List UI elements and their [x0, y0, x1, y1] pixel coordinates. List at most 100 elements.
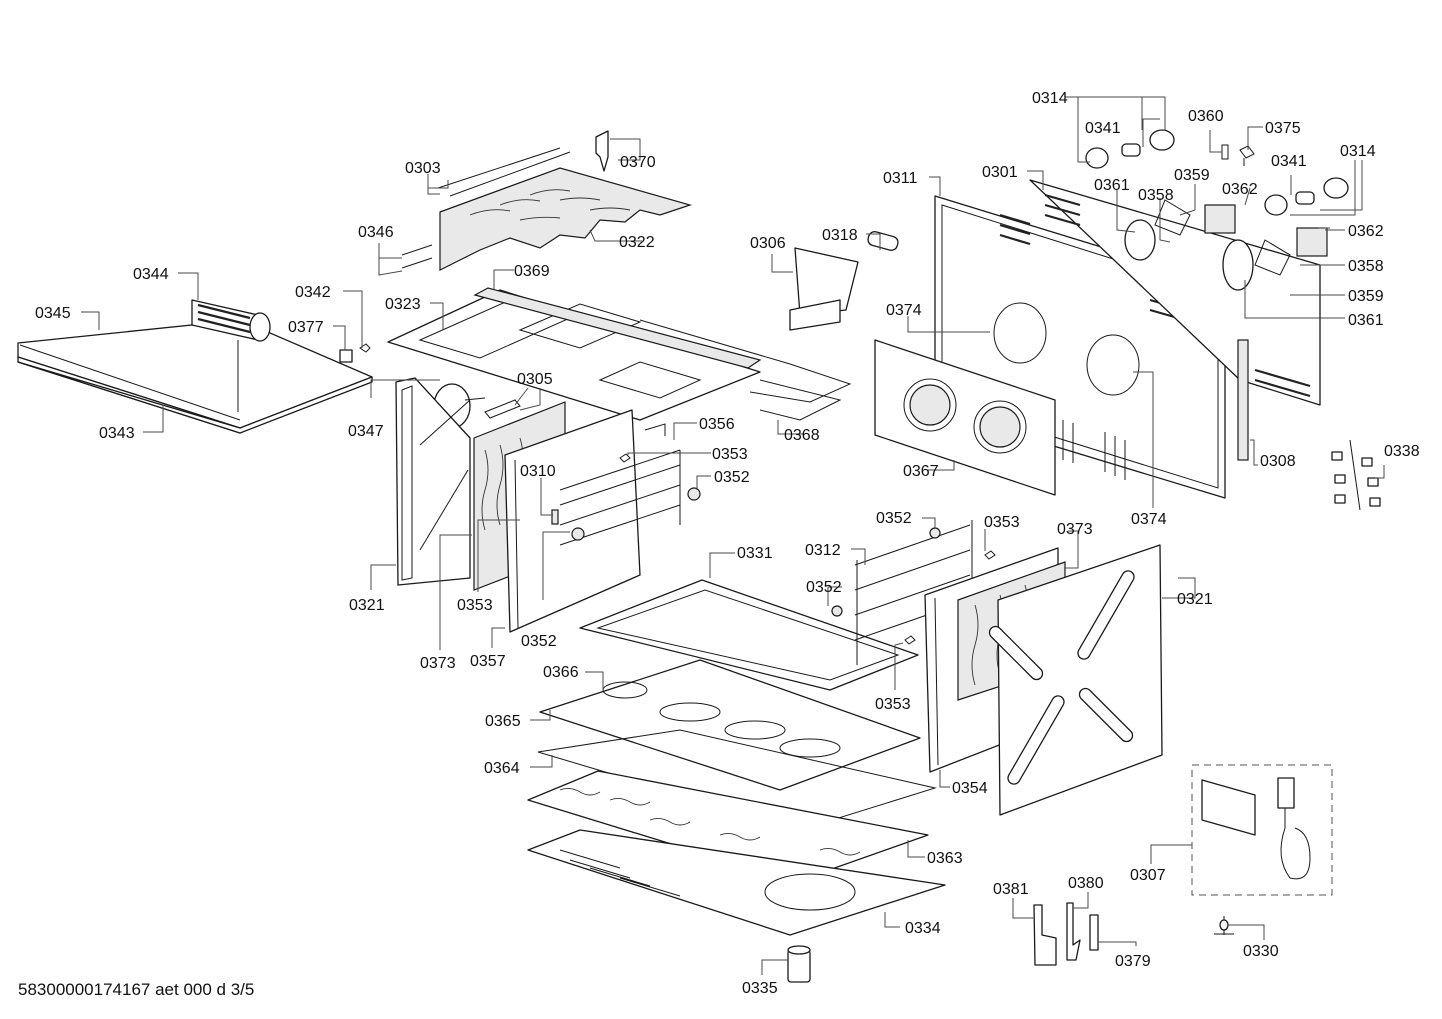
callout-label[interactable]: 0346 — [358, 224, 394, 241]
callout-label[interactable]: 0343 — [99, 425, 135, 442]
part-bracket-0306[interactable] — [789, 247, 859, 331]
callout-label[interactable]: 0358 — [1348, 258, 1384, 275]
callout-label[interactable]: 0360 — [1188, 108, 1224, 125]
callout-label[interactable]: 0353 — [875, 696, 911, 713]
callout-label[interactable]: 0356 — [699, 416, 735, 433]
callout-label[interactable]: 0352 — [521, 633, 557, 650]
part-rod[interactable] — [401, 244, 433, 256]
part-side-panel-left[interactable] — [395, 377, 471, 586]
part-top-rails[interactable] — [437, 147, 571, 197]
callout-label[interactable]: 0344 — [133, 266, 169, 283]
callout-label[interactable]: 0357 — [470, 653, 506, 670]
callout-label[interactable]: 0363 — [927, 850, 963, 867]
callout-label[interactable]: 0362 — [1222, 181, 1258, 198]
callout-label[interactable]: 0380 — [1068, 875, 1104, 892]
callout-label[interactable]: 0365 — [485, 713, 521, 730]
part-lamp-set-right[interactable] — [1264, 177, 1349, 216]
callout-label[interactable]: 0330 — [1243, 943, 1279, 960]
part-hinge-0305[interactable] — [484, 399, 521, 419]
callout-label[interactable]: 0353 — [984, 514, 1020, 531]
callout-label[interactable]: 0377 — [288, 319, 324, 336]
callout-label[interactable]: 0335 — [742, 980, 778, 997]
callout-label[interactable]: 0359 — [1174, 167, 1210, 184]
callout-label[interactable]: 0366 — [543, 664, 579, 681]
part-side-panel-right[interactable] — [987, 544, 1163, 816]
callout-label[interactable]: 0354 — [952, 780, 988, 797]
callout-label[interactable]: 0369 — [514, 263, 550, 280]
callout-label[interactable]: 0341 — [1271, 153, 1307, 170]
callout-label[interactable]: 0311 — [883, 170, 918, 187]
callout-label[interactable]: 0345 — [35, 305, 71, 322]
part-cavity-floor-frame[interactable] — [579, 579, 919, 691]
part-screw[interactable] — [984, 550, 996, 560]
part-bracket-0356[interactable] — [644, 423, 666, 436]
callout-label[interactable]: 0352 — [876, 510, 912, 527]
callout-label[interactable]: 0352 — [806, 579, 842, 596]
part-lamp-cover-0318[interactable] — [867, 230, 900, 251]
part-nut[interactable] — [831, 605, 843, 617]
part-clip[interactable] — [339, 349, 353, 363]
part-vent-grille[interactable] — [1062, 420, 1126, 480]
callout-label[interactable]: 0353 — [712, 446, 748, 463]
callout-label[interactable]: 0306 — [750, 235, 786, 252]
part-seal-strip[interactable] — [1237, 339, 1249, 461]
part-clip-0370[interactable] — [595, 130, 609, 172]
part-foot[interactable] — [787, 945, 811, 983]
callout-label[interactable]: 0312 — [805, 542, 841, 559]
callout-label[interactable]: 0308 — [1260, 453, 1296, 470]
callout-label[interactable]: 0364 — [484, 760, 520, 777]
callout-label[interactable]: 0353 — [457, 597, 493, 614]
part-bottom-heater-tray[interactable] — [539, 659, 921, 791]
part-heater-bracket[interactable] — [473, 287, 762, 369]
part-nut[interactable] — [687, 487, 701, 501]
callout-label[interactable]: 0310 — [520, 463, 556, 480]
callout-label[interactable]: 0359 — [1348, 288, 1384, 305]
callout-label[interactable]: 0338 — [1384, 443, 1420, 460]
callout-label[interactable]: 0307 — [1130, 867, 1166, 884]
part-control-module[interactable] — [1201, 777, 1311, 880]
callout-label[interactable]: 0368 — [784, 427, 820, 444]
callout-label[interactable]: 0314 — [1340, 143, 1376, 160]
part-cooling-plate[interactable] — [17, 319, 373, 434]
part-screw[interactable] — [619, 453, 631, 463]
part-screw[interactable] — [359, 343, 371, 353]
callout-label[interactable]: 0318 — [822, 227, 858, 244]
callout-label[interactable]: 0367 — [903, 463, 939, 480]
callout-label[interactable]: 0379 — [1115, 953, 1151, 970]
part-fan-motor-right[interactable] — [1222, 227, 1328, 291]
callout-label[interactable]: 0347 — [348, 423, 384, 440]
callout-label[interactable]: 0375 — [1265, 120, 1301, 137]
part-hinge-0381[interactable] — [1033, 904, 1057, 966]
callout-label[interactable]: 0374 — [1131, 511, 1167, 528]
callout-label[interactable]: 0301 — [982, 164, 1018, 181]
part-heater-0368[interactable] — [759, 379, 842, 421]
callout-label[interactable]: 0303 — [405, 160, 441, 177]
part-tangential-fan[interactable] — [191, 299, 271, 342]
callout-label[interactable]: 0305 — [517, 371, 553, 388]
part-bottom-insulation[interactable] — [527, 770, 929, 883]
callout-label[interactable]: 0361 — [1094, 177, 1130, 194]
callout-label[interactable]: 0323 — [385, 296, 421, 313]
part-nut[interactable] — [571, 527, 585, 541]
part-base-tray[interactable] — [527, 829, 946, 936]
callout-label[interactable]: 0374 — [886, 302, 922, 319]
part-lamp-set-left[interactable] — [1085, 129, 1175, 169]
part-wiring-harness[interactable] — [1331, 439, 1381, 511]
part-fan-motor-left[interactable] — [1124, 199, 1236, 261]
callout-label[interactable]: 0358 — [1138, 187, 1174, 204]
part-fan-cover-panel[interactable] — [874, 339, 1056, 496]
callout-label[interactable]: 0341 — [1085, 120, 1121, 137]
part-hinge-0379[interactable] — [1089, 914, 1099, 951]
callout-label[interactable]: 0361 — [1348, 312, 1384, 329]
part-hinge-0380[interactable] — [1066, 902, 1081, 961]
callout-label[interactable]: 0334 — [905, 920, 941, 937]
part-sensor-0330[interactable] — [1214, 916, 1234, 935]
callout-label[interactable]: 0373 — [420, 655, 456, 672]
callout-label[interactable]: 0370 — [620, 154, 656, 171]
callout-label[interactable]: 0373 — [1057, 521, 1093, 538]
part-top-insulation[interactable] — [439, 167, 693, 271]
callout-label[interactable]: 0331 — [737, 545, 773, 562]
callout-label[interactable]: 0321 — [1177, 591, 1213, 608]
callout-label[interactable]: 0362 — [1348, 223, 1384, 240]
callout-label[interactable]: 0381 — [993, 881, 1029, 898]
